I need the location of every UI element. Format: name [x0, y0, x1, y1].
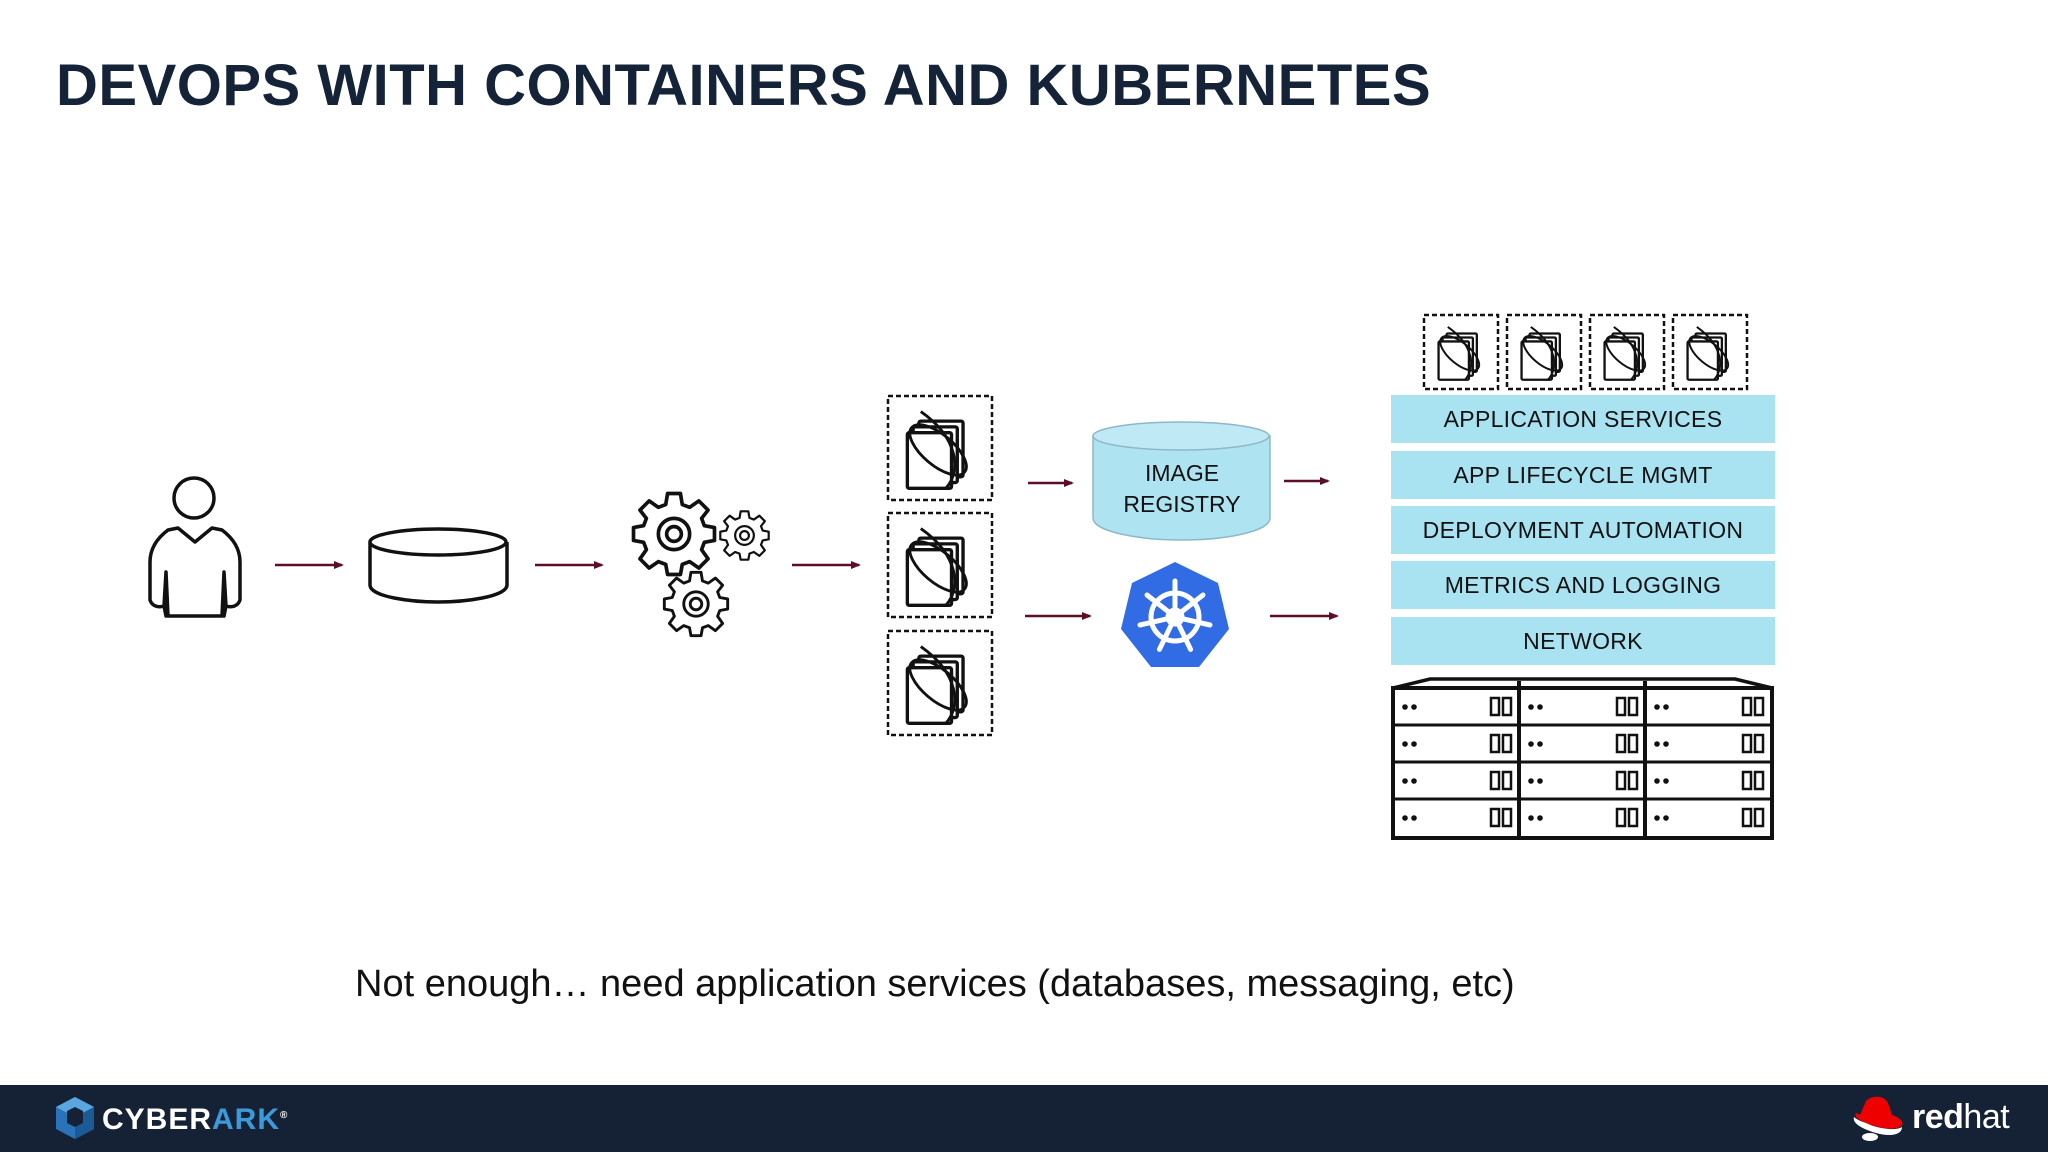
image-registry-label: IMAGE REGISTRY [1093, 458, 1271, 520]
cyberark-logo-suffix: ARK [212, 1103, 281, 1136]
redhat-hat-icon [1853, 1096, 1903, 1141]
rack-led [1663, 778, 1669, 784]
rack-led [1402, 815, 1408, 821]
footer-bar: CYBERARK® redhat [0, 1085, 2048, 1152]
rack-led [1528, 741, 1534, 747]
rack-drive-slot [1627, 770, 1639, 791]
stack-layer-network: NETWORK [1391, 617, 1775, 665]
rack-led [1402, 704, 1408, 710]
rack-led [1528, 704, 1534, 710]
developer-icon [148, 476, 242, 618]
rack-led [1654, 778, 1660, 784]
redhat-logo-suffix: hat [1963, 1098, 2010, 1136]
rack-drive-slot [1489, 733, 1501, 754]
rack-drive-slot [1627, 807, 1639, 828]
rack-led [1537, 741, 1543, 747]
rack-drive-slot [1741, 696, 1753, 717]
rack-drive-slot [1753, 733, 1765, 754]
stack-layer-metrics-and-logging: METRICS AND LOGGING [1391, 561, 1775, 609]
rack-drive-slot [1741, 807, 1753, 828]
server-rack-icon [1391, 677, 1774, 840]
rack-drive-slot [1627, 733, 1639, 754]
rack-led [1654, 741, 1660, 747]
slide-title: DEVOPS WITH CONTAINERS AND KUBERNETES [56, 53, 1432, 118]
image-registry-line1: IMAGE [1144, 460, 1220, 486]
container-images-column [886, 394, 994, 737]
rack-drive-slot [1753, 770, 1765, 791]
rack-led [1537, 815, 1543, 821]
rack-led [1654, 704, 1660, 710]
source-repo-disk-icon [368, 527, 509, 604]
rack-drive-slot [1615, 733, 1627, 754]
rack-led [1411, 741, 1417, 747]
rack-drive-slot [1627, 696, 1639, 717]
rack-drive-slot [1753, 807, 1765, 828]
flow-arrows [275, 477, 1339, 620]
rack-drive-slot [1501, 733, 1513, 754]
cyberark-logo-prefix: CYBER [102, 1103, 213, 1136]
cyberark-cube-icon [56, 1097, 94, 1139]
rack-drive-slot [1501, 696, 1513, 717]
rack-led [1411, 815, 1417, 821]
running-containers [1422, 313, 1749, 391]
cyberark-logo-mark: ® [280, 1110, 289, 1121]
rack-drive-slot [1489, 807, 1501, 828]
slide-caption: Not enough… need application services (d… [355, 963, 1515, 1005]
rack-led [1663, 741, 1669, 747]
rack-led [1402, 778, 1408, 784]
rack-led [1411, 704, 1417, 710]
stack-layer-app-lifecycle-mgmt: APP LIFECYCLE MGMT [1391, 451, 1775, 499]
rack-drive-slot [1753, 696, 1765, 717]
redhat-logo-text: redhat [1912, 1098, 2010, 1137]
rack-led [1528, 778, 1534, 784]
image-registry-icon [1092, 421, 1271, 541]
rack-drive-slot [1741, 770, 1753, 791]
rack-led [1528, 815, 1534, 821]
stack-layer-application-services: APPLICATION SERVICES [1391, 395, 1775, 443]
rack-drive-slot [1501, 770, 1513, 791]
rack-drive-slot [1489, 770, 1501, 791]
cyberark-logo-text: CYBERARK® [102, 1103, 288, 1137]
rack-drive-slot [1741, 733, 1753, 754]
rack-led [1411, 778, 1417, 784]
rack-drive-slot [1615, 696, 1627, 717]
rack-drive-slot [1501, 807, 1513, 828]
gears-icon [631, 491, 770, 638]
kubernetes-icon [1121, 562, 1229, 667]
rack-drive-slot [1615, 807, 1627, 828]
image-registry-line2: REGISTRY [1123, 491, 1241, 517]
rack-led [1663, 815, 1669, 821]
rack-led [1402, 741, 1408, 747]
rack-drive-slot [1615, 770, 1627, 791]
rack-led [1537, 778, 1543, 784]
rack-drive-slot [1489, 696, 1501, 717]
rack-led [1663, 704, 1669, 710]
redhat-logo-prefix: red [1912, 1098, 1964, 1136]
rack-led [1654, 815, 1660, 821]
stack-layer-deployment-automation: DEPLOYMENT AUTOMATION [1391, 506, 1775, 554]
rack-led [1537, 704, 1543, 710]
